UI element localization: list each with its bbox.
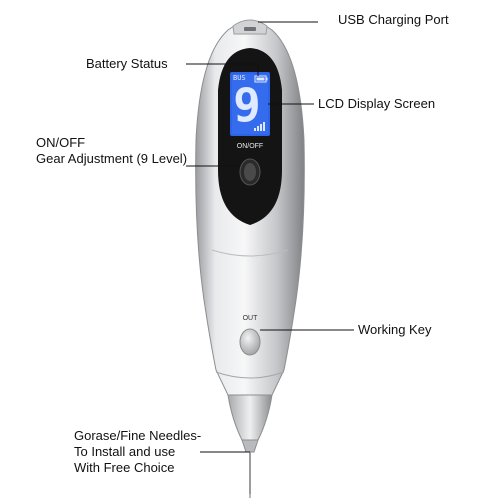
level-bars-icon (254, 122, 265, 131)
power-button[interactable] (240, 159, 260, 185)
power-button-label: ON/OFF (236, 143, 264, 150)
callout-working-key: Working Key (358, 322, 432, 337)
callout-lcd-display-screen: LCD Display Screen (318, 96, 436, 111)
usb-port-slot (244, 27, 256, 31)
callout-usb-charging-port: USB Charging Port (338, 12, 449, 27)
callout-needles: Gorase/Fine Needles- To Install and use … (74, 428, 202, 475)
callout-onoff-gear-adjustment: ON/OFF Gear Adjustment (9 Level) (36, 135, 188, 166)
lcd-mode-text: BUS (233, 74, 246, 82)
battery-status-leader (186, 63, 259, 76)
callout-battery-status: Battery Status (86, 56, 168, 71)
out-button-label: OUT (242, 315, 258, 322)
out-button-hit[interactable] (240, 329, 260, 355)
pen-tip (227, 394, 273, 441)
out-button (239, 328, 261, 356)
lcd-level-digit: 9 (233, 78, 261, 132)
